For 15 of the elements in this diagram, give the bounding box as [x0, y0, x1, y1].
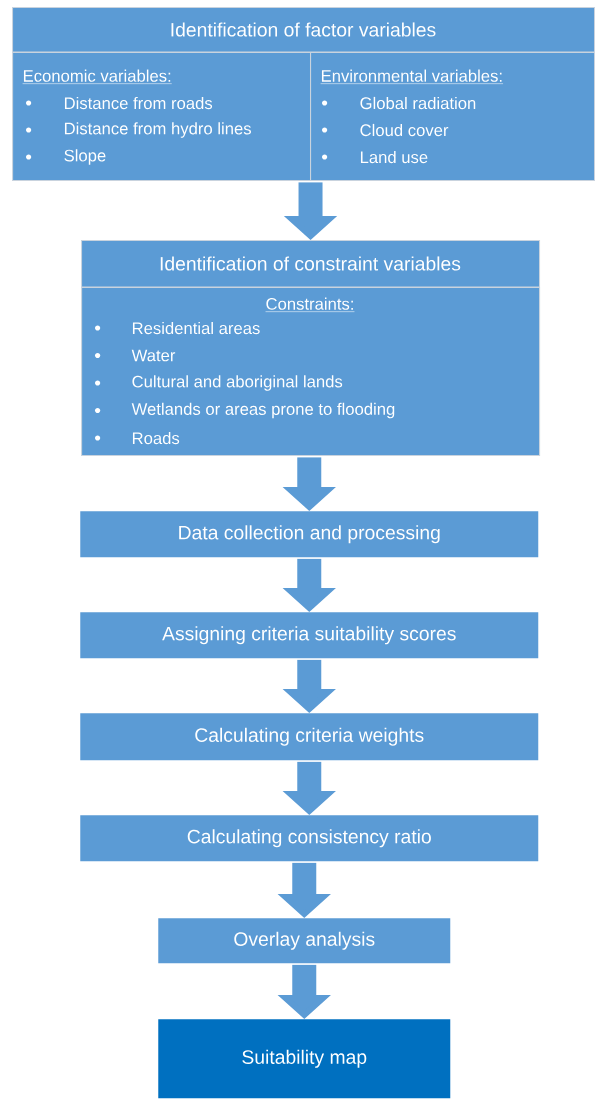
list-item: Distance from hydro lines: [64, 122, 251, 138]
list-item: Water: [131, 349, 176, 362]
list-item: Distance from roads: [64, 96, 213, 110]
list-item: Cultural and aboriginal lands: [132, 375, 343, 391]
list-item: Slope: [64, 149, 106, 165]
panel-heading: Economic variables:: [22, 69, 172, 84]
list-item: Roads: [132, 431, 180, 445]
panel-heading: Environmental variables:: [320, 69, 504, 84]
list-item: Residential areas: [132, 321, 260, 335]
panel-heading: Constraints:: [265, 297, 355, 312]
list-item: Global radiation: [360, 96, 476, 110]
list-item: Cloud cover: [360, 123, 449, 137]
list-item: Land use: [360, 150, 428, 164]
process-box: Suitability map: [158, 1019, 451, 1099]
list-item: Wetlands or areas prone to flooding: [131, 402, 395, 419]
